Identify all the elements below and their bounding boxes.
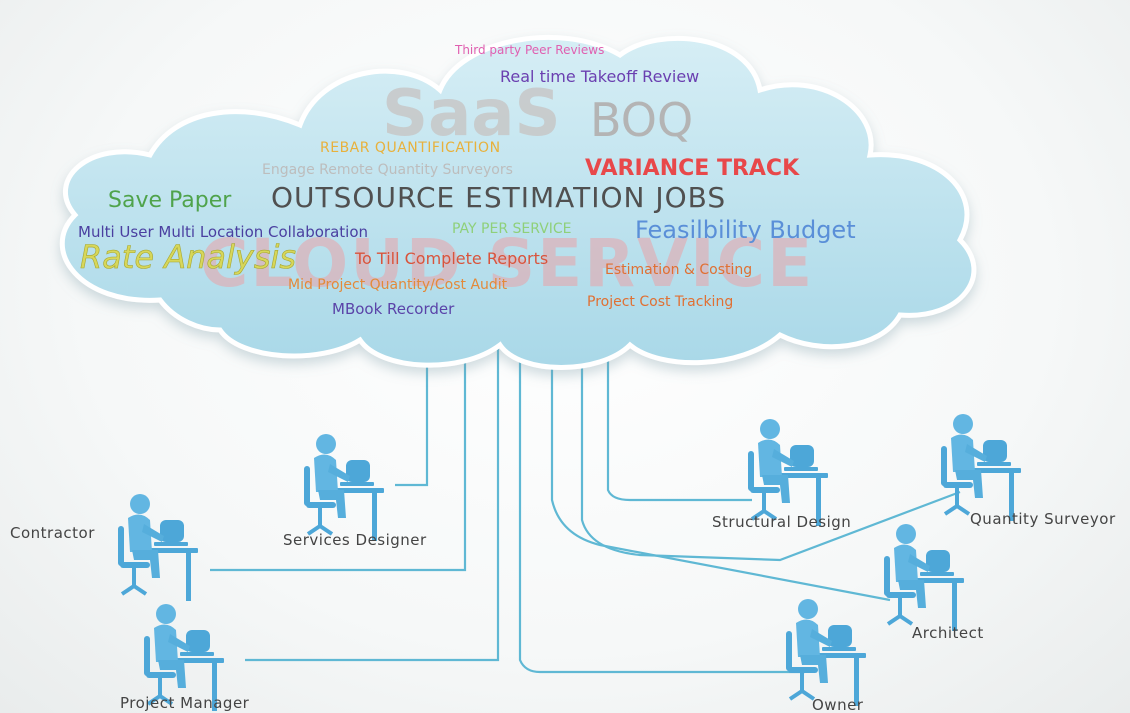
person-quantity-surveyor: Quantity Surveyor xyxy=(939,412,1116,528)
person-icon xyxy=(882,522,966,633)
cloud-watermark: CLOUD SERVICE xyxy=(200,225,814,302)
word-feasibility: Feasilbility Budget xyxy=(635,216,856,244)
label-owner: Owner xyxy=(812,696,864,713)
connector-architect xyxy=(550,345,891,602)
label-structural-design: Structural Design xyxy=(712,513,851,531)
word-peer-reviews: Third party Peer Reviews xyxy=(454,43,604,57)
word-realtime-takeoff: Real time Takeoff Review xyxy=(500,67,699,86)
word-rate-analysis: Rate Analysis xyxy=(80,238,296,276)
connector-services-designer xyxy=(395,345,429,487)
person-services-designer: Services Designer xyxy=(283,432,427,549)
person-structural-design: Structural Design xyxy=(712,417,851,531)
word-mbook: MBook Recorder xyxy=(332,300,455,318)
word-boq: BOQ xyxy=(590,93,693,147)
person-icon xyxy=(746,417,830,528)
person-icon xyxy=(784,597,868,708)
word-mid-project: Mid Project Quantity/Cost Audit xyxy=(288,277,508,293)
connector-project-manager xyxy=(245,345,500,662)
label-project-manager: Project Manager xyxy=(120,694,250,712)
word-rebar: REBAR QUANTIFICATION xyxy=(320,140,501,156)
word-project-cost: Project Cost Tracking xyxy=(587,294,733,310)
connector-structural-design xyxy=(606,345,752,502)
label-quantity-surveyor: Quantity Surveyor xyxy=(970,510,1116,528)
connector-owner xyxy=(518,345,805,674)
connector-quantity-surveyor xyxy=(580,345,961,562)
word-cloud: Third party Peer Reviews Real time Takeo… xyxy=(78,43,856,318)
label-architect: Architect xyxy=(912,624,984,642)
word-to-till: To Till Complete Reports xyxy=(354,249,548,268)
label-contractor: Contractor xyxy=(10,524,95,542)
cloud xyxy=(59,35,977,370)
person-owner: Owner xyxy=(784,597,868,713)
word-pay-per-service: PAY PER SERVICE xyxy=(452,221,572,237)
person-architect: Architect xyxy=(882,522,984,642)
person-icon xyxy=(302,432,386,543)
person-icon xyxy=(939,412,1023,523)
word-multi-user: Multi User Multi Location Collaboration xyxy=(78,223,368,241)
word-outsource: OUTSOURCE ESTIMATION JOBS xyxy=(271,181,726,214)
word-estimation: Estimation & Costing xyxy=(605,262,752,278)
word-engage: Engage Remote Quantity Surveyors xyxy=(262,162,513,178)
person-project-manager: Project Manager xyxy=(120,602,250,713)
word-save-paper: Save Paper xyxy=(108,188,232,213)
person-icon xyxy=(116,492,200,603)
connector-contractor xyxy=(210,345,467,572)
person-contractor: Contractor xyxy=(10,492,200,603)
cloud-shape xyxy=(59,35,977,370)
word-saas: SaaS xyxy=(382,77,561,151)
connector-lines xyxy=(210,345,961,674)
word-variance: VARIANCE TRACK xyxy=(585,156,800,181)
label-services-designer: Services Designer xyxy=(283,531,427,549)
